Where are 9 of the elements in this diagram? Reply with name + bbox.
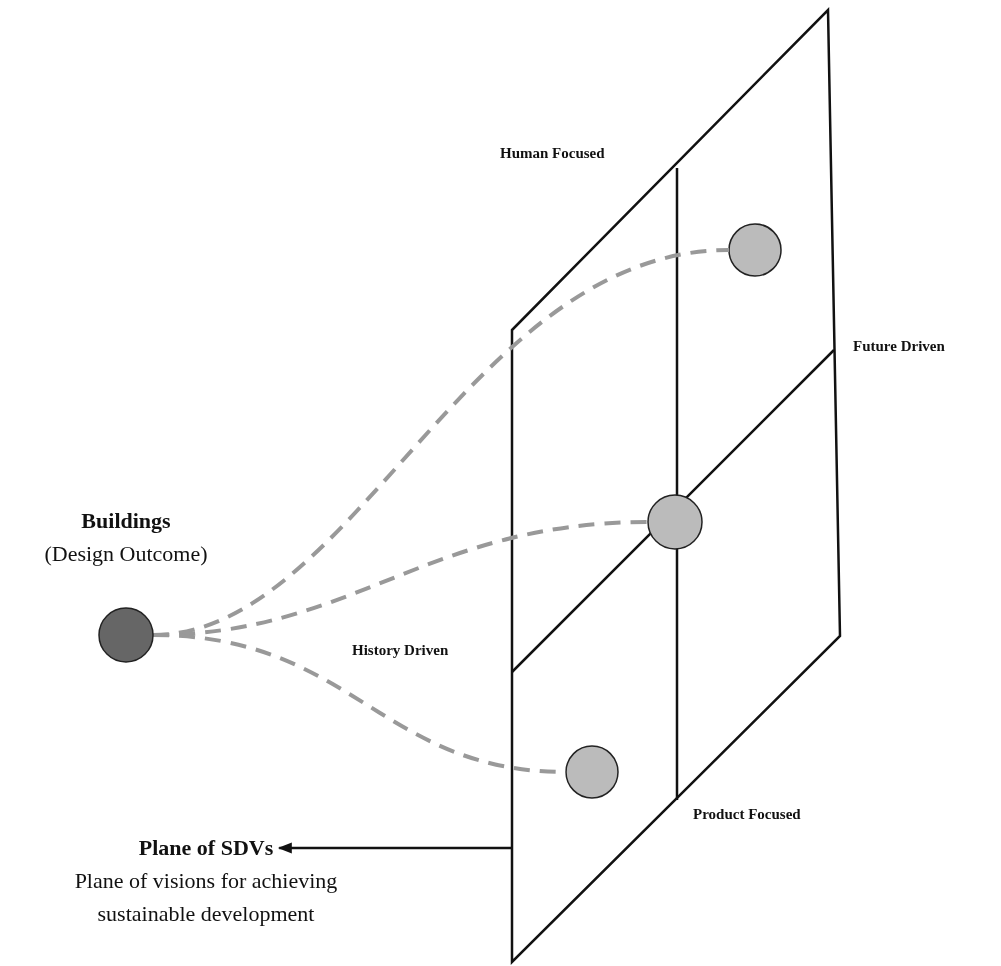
axis-label: Future Driven [853,338,945,355]
arrow [277,842,512,854]
axis-label: Human Focused [500,145,605,162]
heading-text: Plane of SDVs [138,834,274,862]
axis-label: Product Focused [693,806,801,823]
axis-label: History Driven [352,642,449,659]
subtitle-text: Plane of visions for achieving sustainable development [73,867,339,928]
subtitle-text: (Design Outcome) [44,540,208,568]
heading-text: Buildings [81,507,171,535]
